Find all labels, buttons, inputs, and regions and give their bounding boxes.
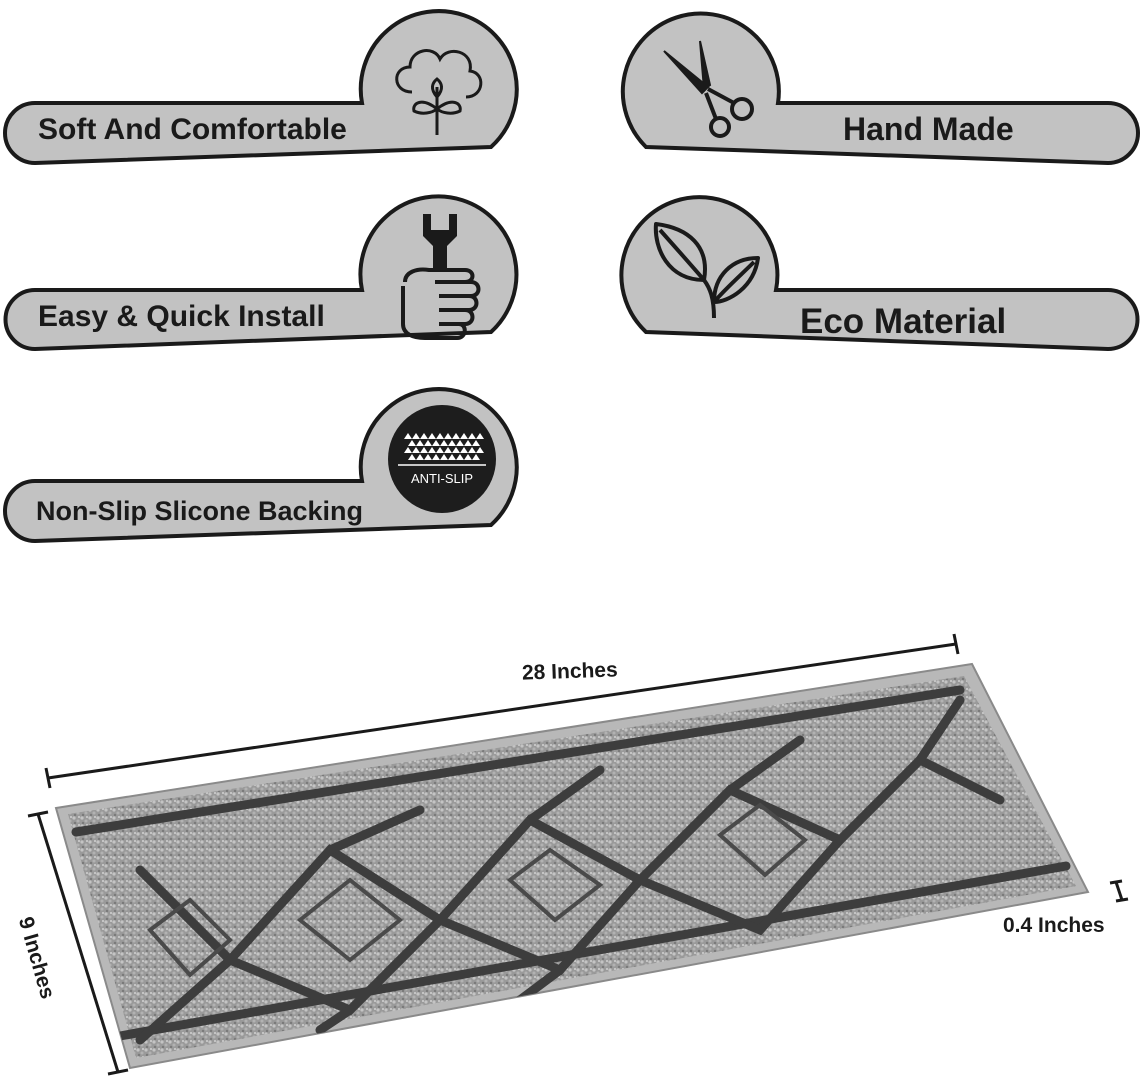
badge-shape bbox=[3, 194, 519, 352]
length-label: 28 Inches bbox=[521, 658, 619, 685]
rug-trellis-pattern bbox=[71, 685, 1071, 1045]
rug-inner-diamonds bbox=[147, 802, 809, 978]
triangle-mark bbox=[456, 440, 464, 446]
triangle-mark bbox=[452, 433, 460, 439]
feature-label: Hand Made bbox=[843, 111, 1014, 147]
triangle-pattern bbox=[398, 433, 486, 466]
anti-slip-text: ANTI-SLIP bbox=[410, 471, 474, 486]
leaves-icon bbox=[653, 222, 760, 319]
cotton-plant-icon bbox=[395, 49, 483, 135]
triangle-mark bbox=[436, 433, 444, 439]
triangle-mark bbox=[432, 440, 440, 446]
triangle-mark bbox=[420, 447, 428, 453]
triangle-mark bbox=[428, 433, 436, 439]
feature-eco-material: Eco Material bbox=[618, 195, 1143, 352]
triangle-mark bbox=[436, 447, 444, 453]
feature-hand-made: Hand Made bbox=[618, 11, 1143, 166]
triangle-mark bbox=[468, 433, 476, 439]
triangle-mark bbox=[460, 447, 468, 453]
feature-easy-install: Easy & Quick Install bbox=[0, 194, 525, 352]
badge-shape bbox=[3, 9, 519, 166]
triangle-mark bbox=[452, 447, 460, 453]
triangle-mark bbox=[444, 447, 452, 453]
thickness-dimension-line bbox=[1109, 879, 1129, 903]
triangle-mark bbox=[424, 440, 432, 446]
badge-shape bbox=[3, 387, 519, 544]
triangle-mark bbox=[404, 447, 412, 453]
triangle-mark bbox=[476, 433, 484, 439]
triangle-mark bbox=[464, 454, 472, 460]
triangle-mark bbox=[468, 447, 476, 453]
triangle-mark bbox=[448, 454, 456, 460]
triangle-mark bbox=[424, 454, 432, 460]
triangle-mark bbox=[444, 433, 452, 439]
feature-label: Easy & Quick Install bbox=[38, 300, 325, 333]
triangle-mark bbox=[432, 454, 440, 460]
badge-shape bbox=[619, 195, 1140, 352]
triangle-mark bbox=[448, 440, 456, 446]
triangle-mark bbox=[416, 440, 424, 446]
length-dimension-line bbox=[44, 633, 960, 789]
triangle-mark bbox=[408, 454, 416, 460]
scissors-icon bbox=[663, 40, 754, 138]
feature-label: Eco Material bbox=[800, 302, 1007, 341]
triangle-mark bbox=[476, 447, 484, 453]
feature-label: Soft And Comfortable bbox=[38, 113, 347, 146]
feature-soft-comfortable: Soft And Comfortable bbox=[0, 9, 525, 166]
triangle-mark bbox=[420, 433, 428, 439]
triangle-mark bbox=[408, 440, 416, 446]
triangle-mark bbox=[460, 433, 468, 439]
triangle-mark bbox=[404, 433, 412, 439]
triangle-mark bbox=[412, 447, 420, 453]
triangle-mark bbox=[472, 454, 480, 460]
badge-shape bbox=[620, 11, 1140, 166]
hand-wrench-icon bbox=[401, 214, 481, 340]
anti-slip-icon: ANTI-SLIP bbox=[388, 405, 496, 513]
feature-non-slip: Non-Slip Slicone Backing ANTI-SLIP bbox=[0, 385, 525, 545]
triangle-mark bbox=[464, 440, 472, 446]
triangle-mark bbox=[412, 433, 420, 439]
triangle-mark bbox=[456, 454, 464, 460]
triangle-mark bbox=[416, 454, 424, 460]
triangle-mark bbox=[440, 440, 448, 446]
triangle-mark bbox=[472, 440, 480, 446]
thickness-label: 0.4 Inches bbox=[1003, 914, 1105, 937]
width-dimension-line bbox=[27, 810, 129, 1076]
feature-label: Non-Slip Slicone Backing bbox=[36, 496, 364, 526]
triangle-mark bbox=[440, 454, 448, 460]
triangle-mark bbox=[428, 447, 436, 453]
